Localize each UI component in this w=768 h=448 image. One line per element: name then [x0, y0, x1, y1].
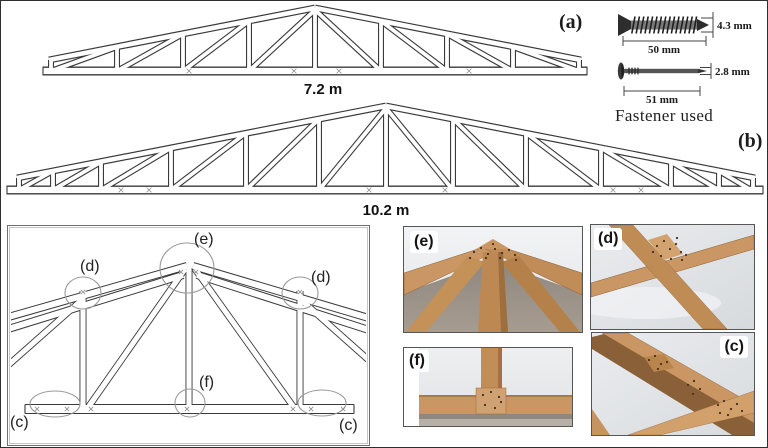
photo-top-chord-label: (d): [594, 228, 623, 250]
photo-top-chord-joint: (d): [590, 224, 755, 330]
detail-right-heel-label: (c): [339, 417, 358, 434]
joint-detail-panel-inner-border: [9, 227, 368, 444]
screw-diameter-bracket: [701, 12, 714, 38]
nail-length-label: 51 mm: [646, 94, 678, 106]
detail-left-top-label: (d): [80, 258, 100, 275]
truss-a-drawing: [42, 4, 588, 76]
truss-b-caption-letter: (b): [738, 130, 763, 152]
fastener-drawings: 4.3 mm 50 mm 2.8 mm: [617, 12, 752, 106]
detail-apex-label: (e): [194, 231, 214, 248]
photo-apex-joint: (e): [403, 226, 583, 333]
chord-screw-dots: [651, 236, 688, 262]
photo-bottom-center-joint: (f): [403, 347, 573, 427]
screw-length-dimension: [622, 36, 707, 46]
nail-length-dimension: [623, 86, 701, 96]
detail-bottom-center-label: (f): [199, 374, 215, 391]
truss-b-drawing: [6, 102, 764, 195]
screw-length-label: 50 mm: [648, 44, 680, 56]
apex-screw-dots: [468, 242, 518, 262]
nail-diameter-bracket: [700, 63, 712, 79]
truss-b-span-label: 10.2 m: [362, 202, 410, 219]
nail-diameter-label: 2.8 mm: [715, 66, 750, 78]
screw-diameter-label: 4.3 mm: [717, 20, 752, 32]
truss-a-caption-letter: (a): [559, 11, 583, 33]
truss-a-span-label: 7.2 m: [303, 81, 343, 98]
photo-apex-label: (e): [410, 231, 438, 253]
photo-heel-label: (c): [720, 336, 748, 358]
photo-heel-joint: (c): [591, 332, 755, 436]
bottom-screw-dots: [481, 390, 503, 410]
fastener-used-title: Fastener used: [615, 106, 714, 125]
nail-drawing: 2.8 mm 51 mm: [617, 62, 750, 106]
joint-detail-panel: (e) (d) (d) (f) (c) (c): [7, 225, 370, 446]
detail-left-heel-label: (c): [10, 414, 29, 431]
screw-drawing: 4.3 mm 50 mm: [618, 12, 752, 56]
detail-right-top-label: (d): [311, 269, 331, 286]
heel-screw-dots: [647, 354, 744, 417]
photo-bottom-center-label: (f): [405, 350, 429, 372]
joint-detail-drawing: [11, 242, 366, 418]
